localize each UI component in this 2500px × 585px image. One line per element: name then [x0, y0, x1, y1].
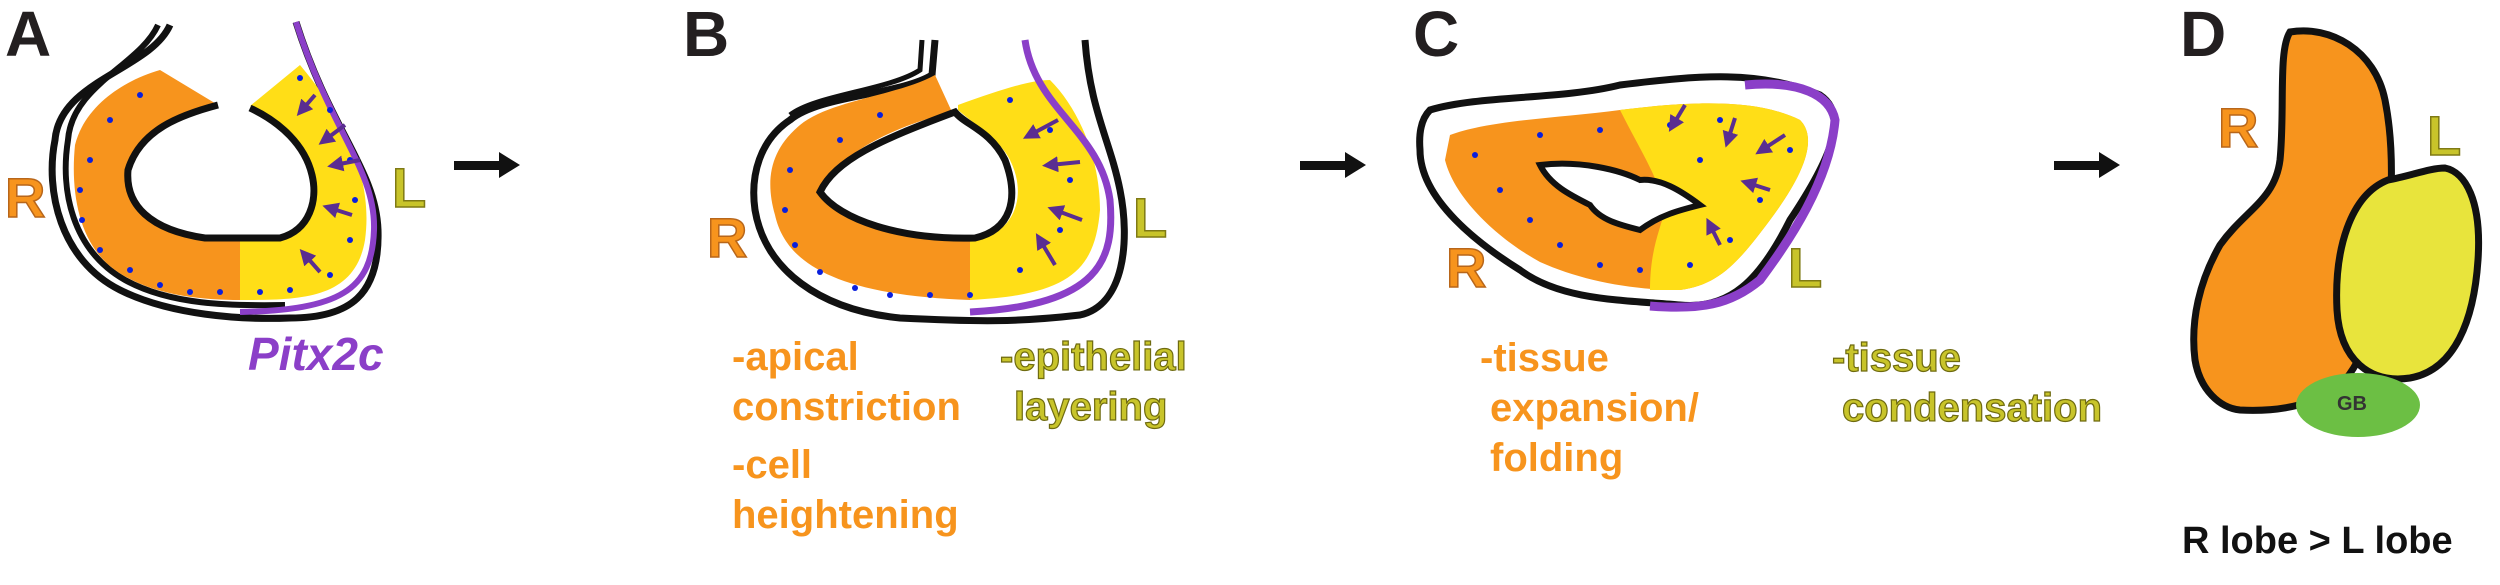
panel-letter-d: D	[2180, 0, 2227, 70]
caption-line: -epithelial	[999, 334, 1187, 379]
right-label-d: R	[2217, 96, 2259, 159]
caption-b-left: -epithelial layering	[999, 332, 1187, 432]
caption-line: condensation	[1841, 385, 2103, 430]
arrow-icon-1	[454, 152, 520, 178]
arrow-icon-2	[1300, 152, 1366, 178]
left-label-d: L	[2426, 104, 2462, 167]
panel-letter-b: B	[683, 0, 730, 70]
nuclei-a	[77, 75, 358, 295]
left-label-b: L	[1132, 186, 1168, 249]
conclusion-text: R lobe > L lobe	[2182, 520, 2453, 562]
right-label-a: R	[4, 166, 46, 229]
right-label-b: R	[706, 206, 748, 269]
panel-b-diagram	[750, 39, 1128, 325]
arrow-icon-3	[2054, 152, 2120, 178]
caption-line: heightening	[732, 493, 959, 537]
caption-line: constriction	[732, 385, 961, 429]
left-label-a: L	[391, 156, 427, 219]
panel-c-diagram	[1416, 73, 1840, 312]
caption-line: folding	[1490, 436, 1624, 480]
caption-line: layering	[1013, 384, 1168, 429]
left-label-c: L	[1787, 236, 1823, 299]
caption-line: -cell	[732, 443, 813, 487]
caption-c-right: -tissue expansion/ folding	[1480, 333, 1699, 483]
pitx2c-label: Pitx2c	[248, 328, 384, 380]
caption-c-left: -tissue condensation	[1831, 333, 2103, 433]
panel-a-diagram	[48, 20, 382, 322]
caption-line: -tissue	[1831, 335, 1961, 380]
panel-d-diagram	[2190, 27, 2483, 437]
caption-line: expansion/	[1490, 386, 1699, 430]
caption-line: -apical	[732, 335, 859, 379]
caption-b-right: -apical constriction -cell heightening	[732, 332, 961, 540]
caption-line: -tissue	[1480, 336, 1609, 380]
left-lobe	[2333, 164, 2483, 383]
panel-letter-c: C	[1413, 0, 1460, 70]
gallbladder	[2296, 373, 2420, 437]
right-label-c: R	[1445, 236, 1487, 299]
panel-letter-a: A	[5, 0, 52, 70]
gallbladder-label: GB	[2337, 393, 2367, 415]
right-tissue-a	[73, 70, 240, 300]
